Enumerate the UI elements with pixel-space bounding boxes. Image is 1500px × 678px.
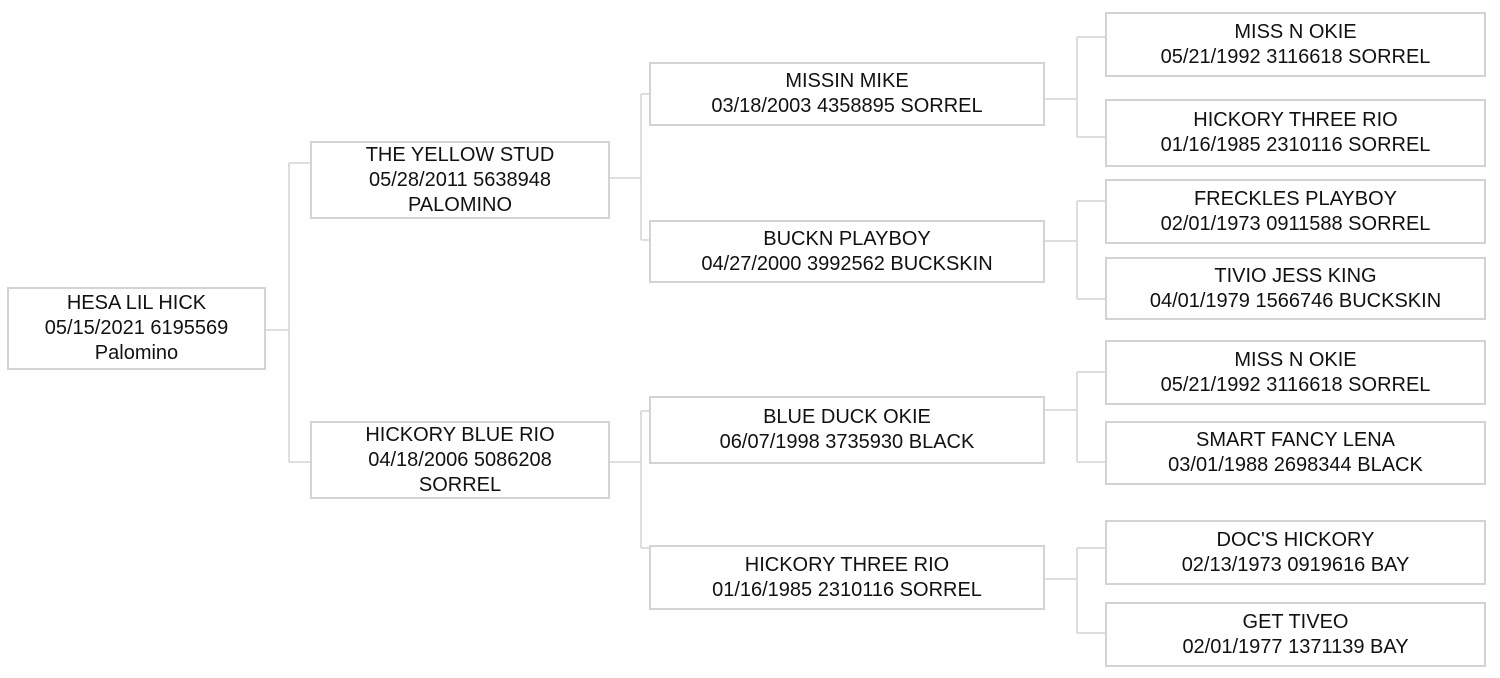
subject-details: 05/15/2021 6195569 [44, 317, 229, 339]
sire-name: THE YELLOW STUD [365, 143, 555, 166]
gen3-node-8: GET TIVEO 02/01/1977 1371139 BAY [1105, 602, 1486, 667]
connector-sire [609, 93, 650, 241]
connector-dam-dam [1043, 547, 1106, 634]
gen3-name-1: MISS N OKIE [1234, 20, 1357, 43]
dam-details: 04/18/2006 5086208 [368, 448, 552, 471]
sire-color: PALOMINO [407, 193, 513, 216]
gen3-name-8: GET TIVEO [1242, 610, 1349, 633]
gen3-details-1: 05/21/1992 3116618 SORREL [1160, 45, 1431, 68]
connector-subject [266, 162, 311, 463]
sire-dam-details: 04/27/2000 3992562 BUCKSKIN [701, 252, 993, 275]
gen3-name-4: TIVIO JESS KING [1214, 264, 1377, 287]
gen3-details-8: 02/01/1977 1371139 BAY [1182, 635, 1409, 658]
gen3-name-2: HICKORY THREE RIO [1193, 109, 1398, 131]
gen3-details-4: 04/01/1979 1566746 BUCKSKIN [1149, 289, 1442, 312]
dam-node: HICKORY BLUE RIO 04/18/2006 5086208 SORR… [310, 421, 610, 499]
sire-sire-details: 03/18/2003 4358895 SORREL [711, 95, 983, 117]
gen3-details-3: 02/01/1973 0911588 SORREL [1160, 212, 1431, 235]
dam-dam-name: HICKORY THREE RIO [744, 553, 950, 576]
gen3-node-2: HICKORY THREE RIO 01/16/1985 2310116 SOR… [1105, 99, 1486, 167]
subject-node: HESA LIL HICK 05/15/2021 6195569 Palomin… [7, 287, 266, 370]
gen3-name-5: MISS N OKIE [1234, 348, 1357, 371]
connector-sire-dam [1043, 200, 1106, 300]
gen3-details-2: 01/16/1985 2310116 SORREL [1160, 134, 1431, 156]
connector-sire-sire [1043, 36, 1106, 138]
sire-dam-node: BUCKN PLAYBOY 04/27/2000 3992562 BUCKSKI… [649, 220, 1045, 283]
gen3-node-7: DOC'S HICKORY 02/13/1973 0919616 BAY [1105, 520, 1486, 585]
gen3-name-6: SMART FANCY LENA [1196, 429, 1395, 451]
connector-dam [609, 410, 650, 549]
sire-sire-name: MISSIN MIKE [785, 70, 909, 92]
gen3-name-7: DOC'S HICKORY [1216, 528, 1375, 551]
subject-name: HESA LIL HICK [66, 292, 207, 314]
gen3-details-5: 05/21/1992 3116618 SORREL [1160, 373, 1431, 396]
dam-sire-node: BLUE DUCK OKIE 06/07/1998 3735930 BLACK [649, 396, 1045, 464]
gen3-node-3: FRECKLES PLAYBOY 02/01/1973 0911588 SORR… [1105, 179, 1486, 244]
sire-details: 05/28/2011 5638948 [368, 168, 552, 191]
sire-sire-node: MISSIN MIKE 03/18/2003 4358895 SORREL [649, 62, 1045, 126]
gen3-node-6: SMART FANCY LENA 03/01/1988 2698344 BLAC… [1105, 421, 1486, 485]
dam-name: HICKORY BLUE RIO [365, 423, 555, 446]
dam-sire-name: BLUE DUCK OKIE [763, 406, 931, 428]
subject-color: Palomino [94, 342, 179, 364]
sire-dam-name: BUCKN PLAYBOY [763, 227, 931, 250]
gen3-node-4: TIVIO JESS KING 04/01/1979 1566746 BUCKS… [1105, 257, 1486, 320]
connector-dam-sire [1043, 371, 1106, 463]
sire-node: THE YELLOW STUD 05/28/2011 5638948 PALOM… [310, 141, 610, 219]
gen3-details-6: 03/01/1988 2698344 BLACK [1168, 454, 1423, 476]
gen3-node-5: MISS N OKIE 05/21/1992 3116618 SORREL [1105, 340, 1486, 405]
dam-dam-details: 01/16/1985 2310116 SORREL [712, 578, 982, 601]
gen3-details-7: 02/13/1973 0919616 BAY [1181, 553, 1410, 576]
dam-sire-details: 06/07/1998 3735930 BLACK [719, 431, 975, 453]
dam-color: SORREL [418, 473, 502, 496]
dam-dam-node: HICKORY THREE RIO 01/16/1985 2310116 SOR… [649, 545, 1045, 610]
gen3-name-3: FRECKLES PLAYBOY [1193, 187, 1398, 210]
gen3-node-1: MISS N OKIE 05/21/1992 3116618 SORREL [1105, 12, 1486, 77]
